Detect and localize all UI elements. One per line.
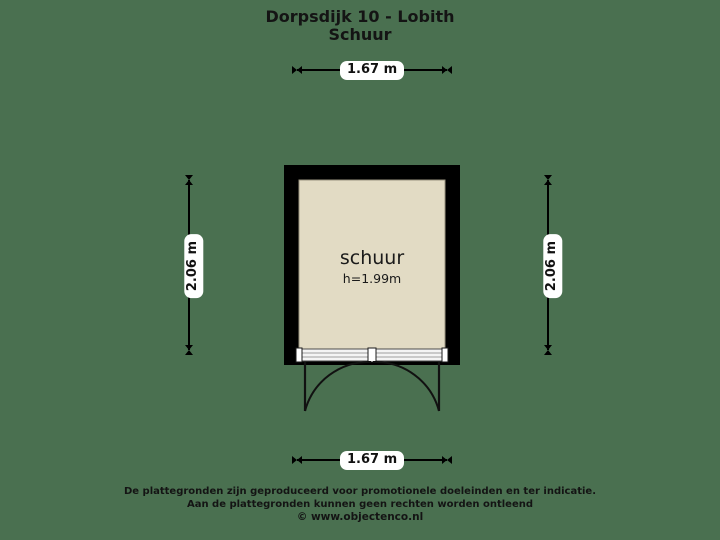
footer-line-1: De plattegronden zijn geproduceerd voor …	[123, 486, 597, 497]
room-label-group: schuur h=1.99m	[284, 248, 460, 287]
dimension-label-left: 2.06 m	[184, 234, 204, 299]
dimension-label-top: 1.67 m	[340, 61, 405, 81]
door-leaf-right	[372, 360, 441, 412]
footer-line-2: Aan de plattegronden kunnen geen rechten…	[186, 498, 534, 510]
door-threshold	[295, 347, 449, 363]
footer-disclaimer: De plattegronden zijn geproduceerd voor …	[0, 486, 720, 524]
dimension-label-bottom: 1.67 m	[340, 451, 405, 471]
footer-website: © www.objectenco.nl	[296, 511, 424, 523]
title-address: Dorpsdijk 10 - Lobith	[265, 7, 455, 26]
room-height: h=1.99m	[342, 270, 402, 286]
room-name: schuur	[339, 247, 405, 269]
room-floor-schuur	[298, 179, 446, 351]
door-leaf-left	[303, 360, 372, 412]
page-title: Dorpsdijk 10 - Lobith Schuur	[0, 7, 720, 45]
title-subject: Schuur	[328, 25, 392, 45]
dimension-label-right: 2.06 m	[543, 234, 563, 299]
